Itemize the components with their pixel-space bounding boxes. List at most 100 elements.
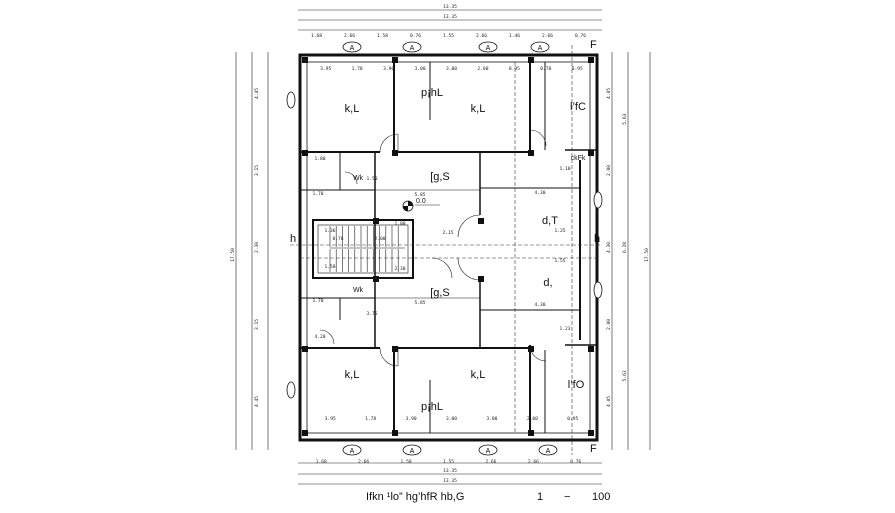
- section-a-label-bottom: A: [410, 448, 415, 455]
- room-label-balcony-bottom: l’fO: [568, 379, 585, 391]
- top-row-dim-5: 2.66: [476, 33, 487, 39]
- inner-top-dim-2: 3.90: [383, 66, 394, 72]
- section-a-label-top: A: [410, 45, 415, 52]
- misc-dim-4: 4.30: [534, 190, 545, 196]
- overall-height-label-right: 17.50: [644, 248, 650, 262]
- room-label-bedroom-top-left: k,L: [345, 103, 360, 115]
- misc-dim-0: 1.70: [312, 191, 323, 197]
- section-a-bubble-top: [478, 41, 498, 53]
- section-a-bubble-side: [286, 381, 296, 399]
- room-label-bath-top: p¡hL: [421, 87, 443, 99]
- inner-bottom-dim-4: 3.00: [486, 416, 497, 422]
- structural-column: [588, 346, 594, 352]
- overall-width-label-4: 13.35: [443, 478, 457, 484]
- misc-dim-10: 1.58: [324, 264, 335, 270]
- inner-bottom-dim-1: 1.78: [365, 416, 376, 422]
- misc-dim-18: 1.23: [559, 326, 570, 332]
- section-f-marker-bottom: F: [590, 443, 597, 455]
- misc-dim-6: 2.15: [442, 230, 453, 236]
- top-row-dim-0: 1.68: [311, 33, 322, 39]
- bottom-row-dim-6: 0.76: [570, 459, 581, 465]
- right-dim-0: 5.63: [622, 113, 628, 124]
- misc-dim-8: 1.55: [554, 258, 565, 264]
- section-a-bubble-bottom: [538, 444, 558, 456]
- inner-top-dim-3: 3.00: [415, 66, 426, 72]
- structural-column: [478, 218, 484, 224]
- inner-top-dim-1: 1.78: [352, 66, 363, 72]
- structural-column: [478, 276, 484, 282]
- misc-dim-19: 1.00: [394, 221, 405, 227]
- section-h-marker-right: h: [594, 233, 600, 245]
- misc-dim-14: 0.76: [332, 236, 343, 242]
- misc-dim-17: 1.10: [559, 166, 570, 172]
- overall-height-label-left: 17.50: [230, 248, 236, 262]
- structural-column: [528, 150, 534, 156]
- caption-title: Ifkn ¹lo” hg’hfR hb,G: [366, 491, 464, 503]
- top-row-dim-4: 1.55: [443, 33, 454, 39]
- structural-column: [302, 430, 308, 436]
- inner-bottom-dim-3: 3.00: [446, 416, 457, 422]
- overall-width-label-3: 13.35: [443, 468, 457, 474]
- section-h-marker-left: h: [290, 233, 296, 245]
- structural-column: [588, 57, 594, 63]
- inner-top-dim-8: 0.95: [572, 66, 583, 72]
- top-row-dim-1: 2.66: [344, 33, 355, 39]
- left-dimension-labels: 4.453.152.303.154.45: [254, 88, 260, 407]
- room-label-living-top: [g,S: [430, 171, 450, 183]
- left-overall-dimensions: 17.50 4.453.152.303.154.45: [230, 52, 269, 450]
- overall-width-label-2: 13.35: [443, 14, 457, 20]
- section-a-bubble-bottom: [342, 444, 362, 456]
- right-inner-dim-0: 4.05: [606, 88, 612, 99]
- inner-top-dim-4: 3.00: [446, 66, 457, 72]
- structural-column: [392, 346, 398, 352]
- section-a-label-top: A: [350, 45, 355, 52]
- bottom-row-dim-0: 1.68: [316, 459, 327, 465]
- bottom-row-dim-5: 2.66: [528, 459, 539, 465]
- misc-dim-1: 1.70: [312, 298, 323, 304]
- room-label-living-bottom: [g,S: [430, 287, 450, 299]
- inner-top-dim-5: 2.00: [477, 66, 488, 72]
- inner-top-dim-6: 0.95: [509, 66, 520, 72]
- structural-column: [528, 57, 534, 63]
- structural-column: [392, 150, 398, 156]
- misc-dim-20: 2.30: [394, 266, 405, 272]
- structural-column: [528, 430, 534, 436]
- caption-scale-dash: −: [564, 491, 570, 503]
- section-a-bubble-side: [286, 91, 296, 109]
- right-inner-dim-2: 4.30: [606, 242, 612, 253]
- right-dim-2: 5.63: [622, 370, 628, 381]
- section-a-label-bottom: A: [350, 448, 355, 455]
- room-label-wc-left: Wk: [353, 175, 364, 182]
- interior-walls: [300, 62, 597, 433]
- structural-column: [588, 430, 594, 436]
- outer-walls: [298, 53, 599, 442]
- inner-bottom-dim-5: 2.00: [527, 416, 538, 422]
- room-label-balcony-top: l’fC: [570, 101, 586, 113]
- right-dimension-labels: 5.636.285.634.052.004.302.004.05: [606, 88, 628, 407]
- right-overall-dimensions: 17.50 5.636.285.634.052.004.302.004.05: [606, 52, 651, 450]
- misc-dim-11: 2.00: [374, 236, 385, 242]
- structural-column: [302, 57, 308, 63]
- section-a-bubble-top: [342, 41, 362, 53]
- structural-column: [302, 346, 308, 352]
- structural-column: [392, 57, 398, 63]
- top-row-dim-7: 2.66: [542, 33, 553, 39]
- drawing-caption: Ifkn ¹lo” hg’hfR hb,G 1 − 100: [366, 491, 610, 503]
- section-a-bubble-side: [593, 191, 603, 209]
- misc-dim-12: 1.50: [366, 176, 377, 182]
- bottom-row-dim-4: 2.66: [485, 459, 496, 465]
- misc-dim-2: 5.85: [414, 192, 425, 198]
- room-label-kitchen-bottom: d,: [543, 277, 552, 289]
- level-marker: 0.0: [402, 198, 440, 212]
- bottom-row-dim-2: 1.58: [401, 459, 412, 465]
- room-label-wc-top: ckFk: [571, 155, 586, 162]
- overall-width-label-1: 13.35: [443, 4, 457, 10]
- inner-top-dim-7: 0.70: [540, 66, 551, 72]
